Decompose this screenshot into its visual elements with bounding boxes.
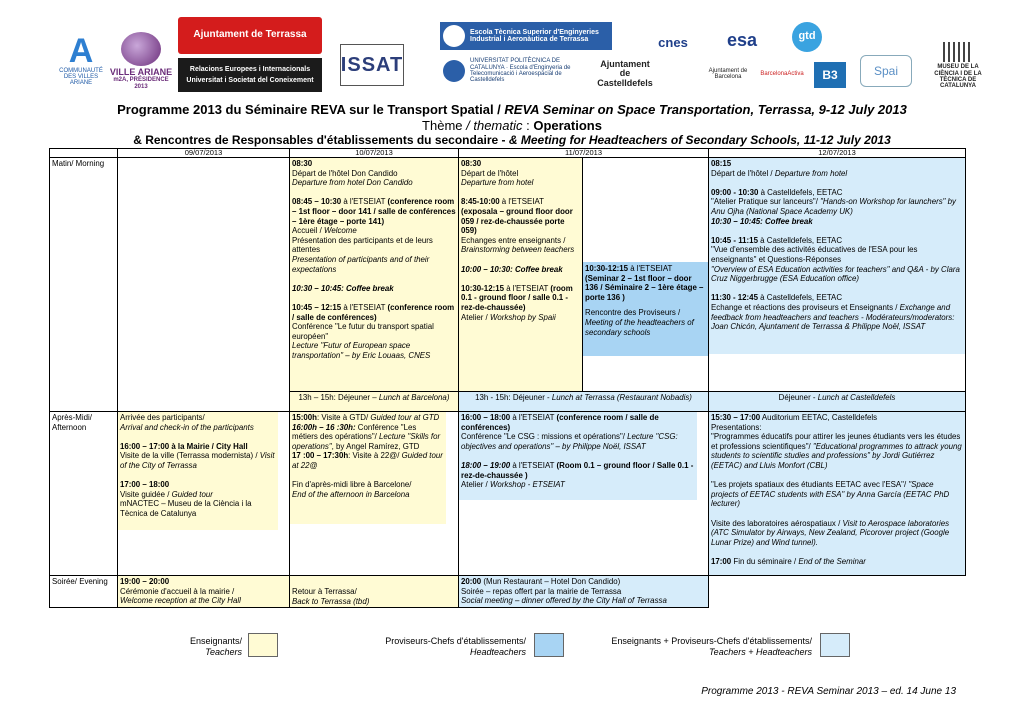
schedule-table: 09/07/2013 10/07/2013 11/07/2013 12/07/2…: [49, 148, 967, 609]
page-title: Programme 2013 du Séminaire REVA sur le …: [117, 102, 907, 117]
page-footer: Programme 2013 - REVA Seminar 2013 – ed.…: [701, 686, 956, 697]
b3-logo: B3: [814, 62, 846, 88]
page-subtitle-meeting: & Rencontres de Responsables d'établisse…: [133, 133, 891, 147]
spai-logo: Spai: [860, 55, 912, 87]
table-row-evening: Soirée/ Evening 19:00 – 20:00 Cérémonie …: [49, 574, 966, 609]
cell-1207-morning: 08:15 Départ de l'hôtel / Departure from…: [708, 157, 967, 392]
legend-both-label: Enseignants + Proviseurs-Chefs d'établis…: [611, 636, 812, 657]
cell-1107-morning-teachers: 08:30 Départ de l'hôtel Departure from h…: [458, 157, 583, 392]
cell-1007-evening: Retour à Terrassa/ Back to Terrassa (tbd…: [289, 574, 459, 609]
gtd-logo: gtd: [792, 22, 822, 52]
esa-logo: esa: [726, 29, 758, 50]
date-header: 12/07/2013: [708, 148, 967, 158]
cnes-logo: cnes: [658, 35, 688, 51]
barcelona-activa-logo: BarcelonaActiva: [760, 70, 804, 77]
cell-1007-afternoon: 15:00h: Visite à GTD/ Guided tour at GTD…: [289, 411, 459, 576]
cell-1007-lunch: 13h – 15h: Déjeuner – Lunch at Barcelona…: [289, 391, 459, 412]
day4-afternoon-block: 15:30 – 17:00 Auditorium EETAC, Castelld…: [709, 412, 965, 575]
cell-1107-evening: 20:00 (Mun Restaurant – Hotel Don Candid…: [457, 574, 710, 609]
legend-teachers-swatch: [248, 633, 278, 657]
row-label-morning: Matin/ Morning: [49, 157, 118, 412]
upc-eetac-logo: UNIVERSITAT POLITÈCNICA DE CATALUNYA · E…: [440, 56, 590, 86]
day4-morning-block: 08:15 Départ de l'hôtel / Departure from…: [709, 158, 965, 354]
cell-1007-morning: 08:30 Départ de l'hôtel Don Candido Depa…: [289, 157, 459, 392]
cell-1207-afternoon: 15:30 – 17:00 Auditorium EETAC, Castelld…: [708, 411, 967, 576]
legend-headteachers-swatch: [534, 633, 564, 657]
legend-both-swatch: [820, 633, 850, 657]
cell-1107-afternoon: 16:00 – 18:00 à l'ETSEIAT (conference ro…: [457, 411, 710, 576]
date-header: 11/07/2013: [457, 148, 710, 158]
upc-etseiat-logo: Escola Tècnica Superior d'Enginyeries In…: [440, 22, 612, 50]
table-row-morning: Matin/ Morning 08:30 Départ de l'hôtel D…: [49, 157, 967, 412]
cell-0907-afternoon: Arrivée des participants/ Arrival and ch…: [117, 411, 290, 576]
table-row-afternoon: Après-Midi/ Afternoon Arrivée des partic…: [49, 411, 967, 576]
ajuntament-castelldefels-logo: Ajuntament de Castelldefels: [597, 58, 653, 88]
corner-cell: [49, 148, 118, 158]
cell-1107-lunch: 13h - 15h: Déjeuner - Lunch at Terrassa …: [457, 391, 710, 412]
row-label-afternoon: Après-Midi/ Afternoon: [49, 411, 118, 576]
table-header-row: 09/07/2013 10/07/2013 11/07/2013 12/07/2…: [49, 148, 967, 158]
table-row-lunch: 13h – 15h: Déjeuner – Lunch at Barcelona…: [50, 391, 967, 412]
cell-0907-morning: [117, 157, 290, 412]
cell-1207-evening-empty: [708, 574, 966, 608]
cell-1107-morning-headteachers: 10:30-12:15 à l'ETSEIAT (Seminar 2 – 1st…: [581, 157, 710, 392]
legend-headteachers-label: Proviseurs-Chefs d'établissements/Headte…: [385, 636, 526, 657]
day2-afternoon-block: 15:00h: Visite à GTD/ Guided tour at GTD…: [290, 412, 446, 524]
cell-0907-evening: 19:00 – 20:00 Cérémonie d'accueil à la m…: [117, 574, 290, 609]
ajuntament-terrassa-logo: Ajuntament de Terrassa: [178, 17, 322, 54]
ajuntament-barcelona-logo: Ajuntament de Barcelona: [708, 67, 748, 80]
day3-afternoon-block: 16:00 – 18:00 à l'ETSEIAT (conference ro…: [459, 412, 697, 500]
issat-logo: ISSAT: [340, 44, 404, 86]
legend-teachers-label: Enseignants/Teachers: [189, 636, 242, 657]
museu-ciencia-logo: MUSEU DE LA CIÈNCIA I DE LA TÈCNICA DE C…: [926, 42, 990, 90]
headteachers-meeting-block: 10:30-12:15 à l'ETSEIAT (Seminar 2 – 1st…: [583, 262, 708, 356]
date-header: 09/07/2013: [117, 148, 290, 158]
ville-ariane-logo: VILLE ARIANE m2A, PRÉSIDENCE 2013: [108, 30, 174, 92]
cell-1207-lunch: Déjeuner - Lunch at Castelldefels: [708, 391, 967, 412]
page-subtitle-theme: Thème / thematic : Operations: [422, 118, 602, 133]
row-label-evening: Soirée/ Evening: [49, 574, 118, 609]
date-header: 10/07/2013: [289, 148, 459, 158]
day1-afternoon-block: Arrivée des participants/ Arrival and ch…: [118, 412, 278, 530]
